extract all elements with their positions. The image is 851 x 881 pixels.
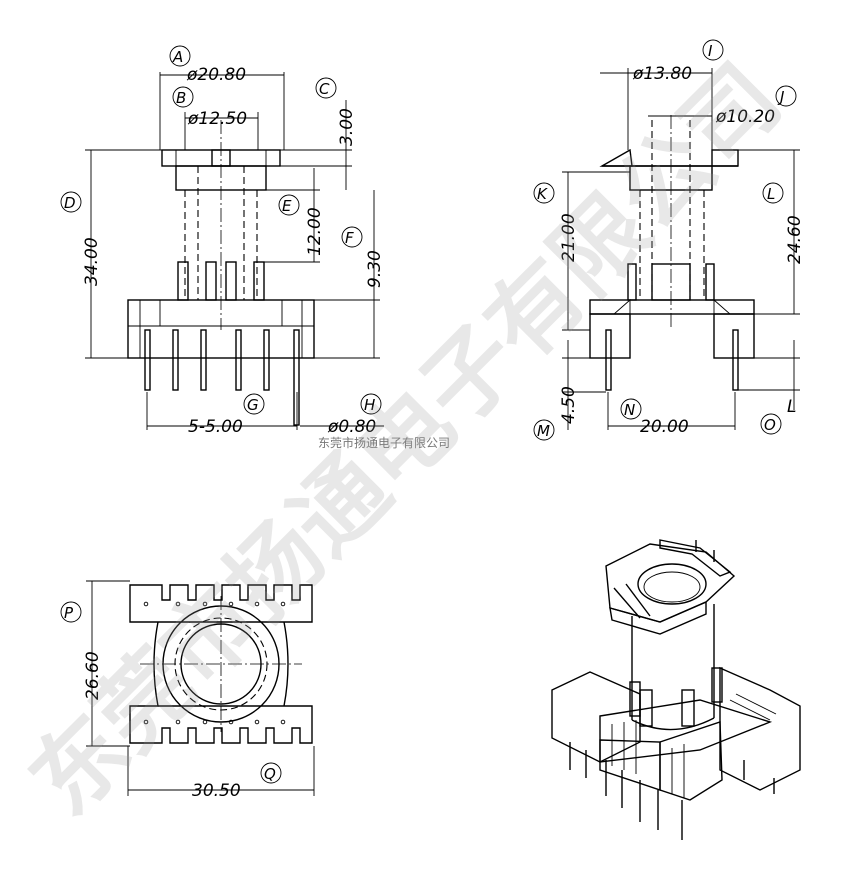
label-Q: Q	[264, 765, 276, 783]
label-D: D	[64, 194, 76, 212]
label-L: L	[767, 185, 775, 203]
isometric-view	[551, 539, 801, 840]
label-C: C	[319, 80, 330, 98]
dim-P-text: 26.60	[83, 651, 103, 700]
side-view: ø13.80 I ø10.20 J 21.00 K 24.60 L 4.50 M…	[533, 39, 805, 441]
dim-L-text: 24.60	[785, 215, 805, 264]
dim-K-text: 21.00	[559, 213, 579, 262]
front-view: ø20.80 A ø12.50 B 3.00 C 34.00 D 12.00 E	[60, 45, 385, 437]
dim-Q-text: 30.50	[192, 781, 241, 801]
company-caption: 东莞市扬通电子有限公司	[318, 435, 450, 450]
dim-D-text: 34.00	[82, 237, 102, 286]
label-H: H	[364, 396, 375, 414]
dim-O-text: L	[787, 397, 796, 417]
label-I: I	[708, 42, 713, 60]
top-view: 26.60 P 30.50 Q	[60, 580, 315, 801]
dim-E-text: 12.00	[305, 207, 325, 256]
dim-I-text: ø13.80	[632, 64, 692, 84]
label-F: F	[345, 229, 354, 247]
label-J: J	[777, 88, 784, 106]
dim-A-text: ø20.80	[186, 65, 246, 85]
dim-B-text: ø12.50	[187, 109, 247, 129]
label-N: N	[624, 401, 635, 419]
dim-F-text: 9.30	[365, 250, 385, 288]
label-E: E	[282, 197, 292, 215]
dim-M-text: 4.50	[559, 386, 579, 424]
label-O: O	[764, 416, 776, 434]
label-K: K	[537, 185, 548, 203]
label-A: A	[172, 48, 183, 66]
dim-G-text: 5-5.00	[188, 417, 243, 437]
dim-N-text: 20.00	[640, 417, 689, 437]
dim-H-text: ø0.80	[327, 417, 376, 437]
label-G: G	[247, 396, 259, 414]
label-P: P	[64, 604, 74, 622]
label-B: B	[176, 89, 186, 107]
dim-C-text: 3.00	[337, 108, 357, 146]
label-M: M	[537, 422, 550, 440]
dim-J-text: ø10.20	[715, 107, 775, 127]
